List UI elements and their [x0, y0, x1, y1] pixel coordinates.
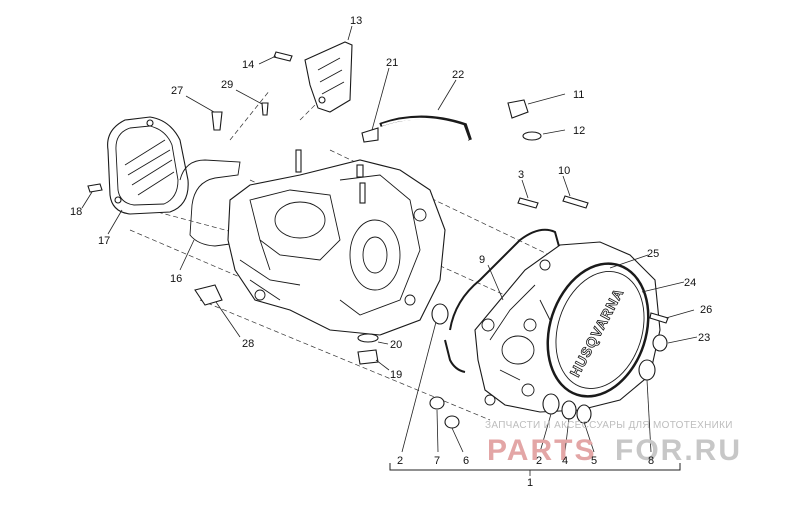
- callout-7: 7: [434, 455, 440, 467]
- callout-1: 1: [527, 477, 533, 489]
- side-cover-part: [107, 116, 189, 215]
- callout-22: 22: [452, 69, 464, 81]
- gasket-right: [449, 228, 561, 331]
- callout-labels: 13 14 21 22 27 29 11 12 3 10 18 17 16 9 …: [70, 15, 712, 489]
- callout-4: 4: [562, 455, 568, 467]
- watermark-parts: PARTS: [487, 434, 596, 467]
- hose-inner: [381, 117, 469, 141]
- gasket-right-lower: [444, 339, 466, 373]
- callout-6: 6: [463, 455, 469, 467]
- callout-21: 21: [386, 57, 398, 69]
- callout-18: 18: [70, 206, 82, 218]
- gasket-left: [179, 159, 241, 247]
- callout-5: 5: [591, 455, 597, 467]
- callout-3: 3: [518, 169, 524, 181]
- callout-10: 10: [558, 165, 570, 177]
- callout-2-left: 2: [397, 455, 403, 467]
- watermark-tagline: ЗАПЧАСТИ И АКСЕССУАРЫ ДЛЯ МОТОТЕХНИКИ: [485, 420, 733, 431]
- callout-23: 23: [698, 332, 710, 344]
- small-parts: [87, 51, 669, 429]
- callout-29: 29: [221, 79, 233, 91]
- leader-lines: [81, 25, 698, 476]
- callout-28: 28: [242, 338, 254, 350]
- callout-19: 19: [390, 369, 402, 381]
- callout-8: 8: [648, 455, 654, 467]
- crankcase-part: [227, 149, 446, 336]
- callout-13: 13: [350, 15, 362, 27]
- callout-17: 17: [98, 235, 110, 247]
- callout-14: 14: [242, 59, 254, 71]
- callout-2-right: 2: [536, 455, 542, 467]
- callout-27: 27: [171, 85, 183, 97]
- callout-24: 24: [684, 277, 696, 289]
- bracket-part: [304, 41, 353, 113]
- callout-11: 11: [573, 89, 584, 101]
- callout-26: 26: [700, 304, 712, 316]
- callout-16: 16: [170, 273, 182, 285]
- callout-9: 9: [479, 254, 485, 266]
- watermark: ЗАПЧАСТИ И АКСЕССУАРЫ ДЛЯ МОТОТЕХНИКИ PA…: [485, 420, 742, 467]
- callout-12: 12: [573, 125, 585, 137]
- watermark-domain: FOR.RU: [615, 434, 742, 467]
- clutch-cover-part: HUSQVARNA: [546, 262, 650, 398]
- callout-25: 25: [647, 248, 659, 260]
- callout-20: 20: [390, 339, 402, 351]
